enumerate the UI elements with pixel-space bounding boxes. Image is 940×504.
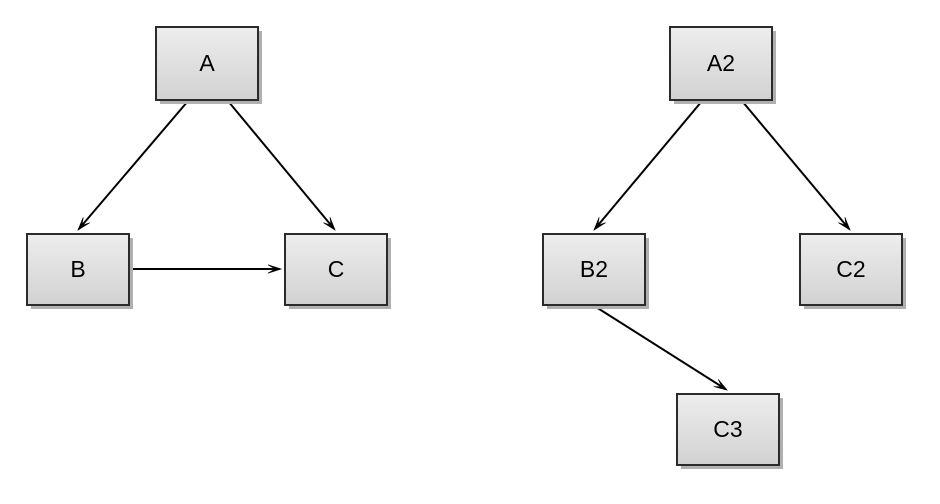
edge-line-B2-to-C3 [595, 306, 727, 391]
node-label-b2: B2 [579, 256, 609, 282]
node-label-a2: A2 [706, 50, 736, 76]
edge-line-A-to-C [227, 100, 335, 230]
node-a2[interactable]: A2 [669, 26, 773, 101]
node-c[interactable]: C [284, 233, 388, 306]
arrowhead-A-to-B [77, 217, 90, 231]
node-b2[interactable]: B2 [542, 233, 646, 306]
node-c3[interactable]: C3 [676, 393, 780, 466]
node-label-c2: C2 [836, 256, 866, 282]
arrowhead-A2-to-C2 [838, 217, 851, 231]
node-a[interactable]: A [155, 26, 259, 101]
edge-line-A2-to-C2 [741, 100, 850, 230]
edge-line-A-to-B [78, 100, 189, 230]
edge-line-A2-to-B2 [594, 100, 703, 230]
arrowhead-A-to-C [323, 217, 336, 231]
arrowhead-B2-to-C3 [713, 379, 728, 391]
node-label-a: A [199, 50, 215, 76]
arrowhead-A2-to-B2 [593, 217, 606, 231]
node-label-c: C [327, 256, 345, 282]
arrowhead-B-to-C [267, 264, 283, 274]
node-label-c3: C3 [713, 416, 743, 442]
node-c2[interactable]: C2 [799, 233, 903, 306]
node-label-b: B [70, 256, 86, 282]
node-b[interactable]: B [26, 233, 130, 306]
